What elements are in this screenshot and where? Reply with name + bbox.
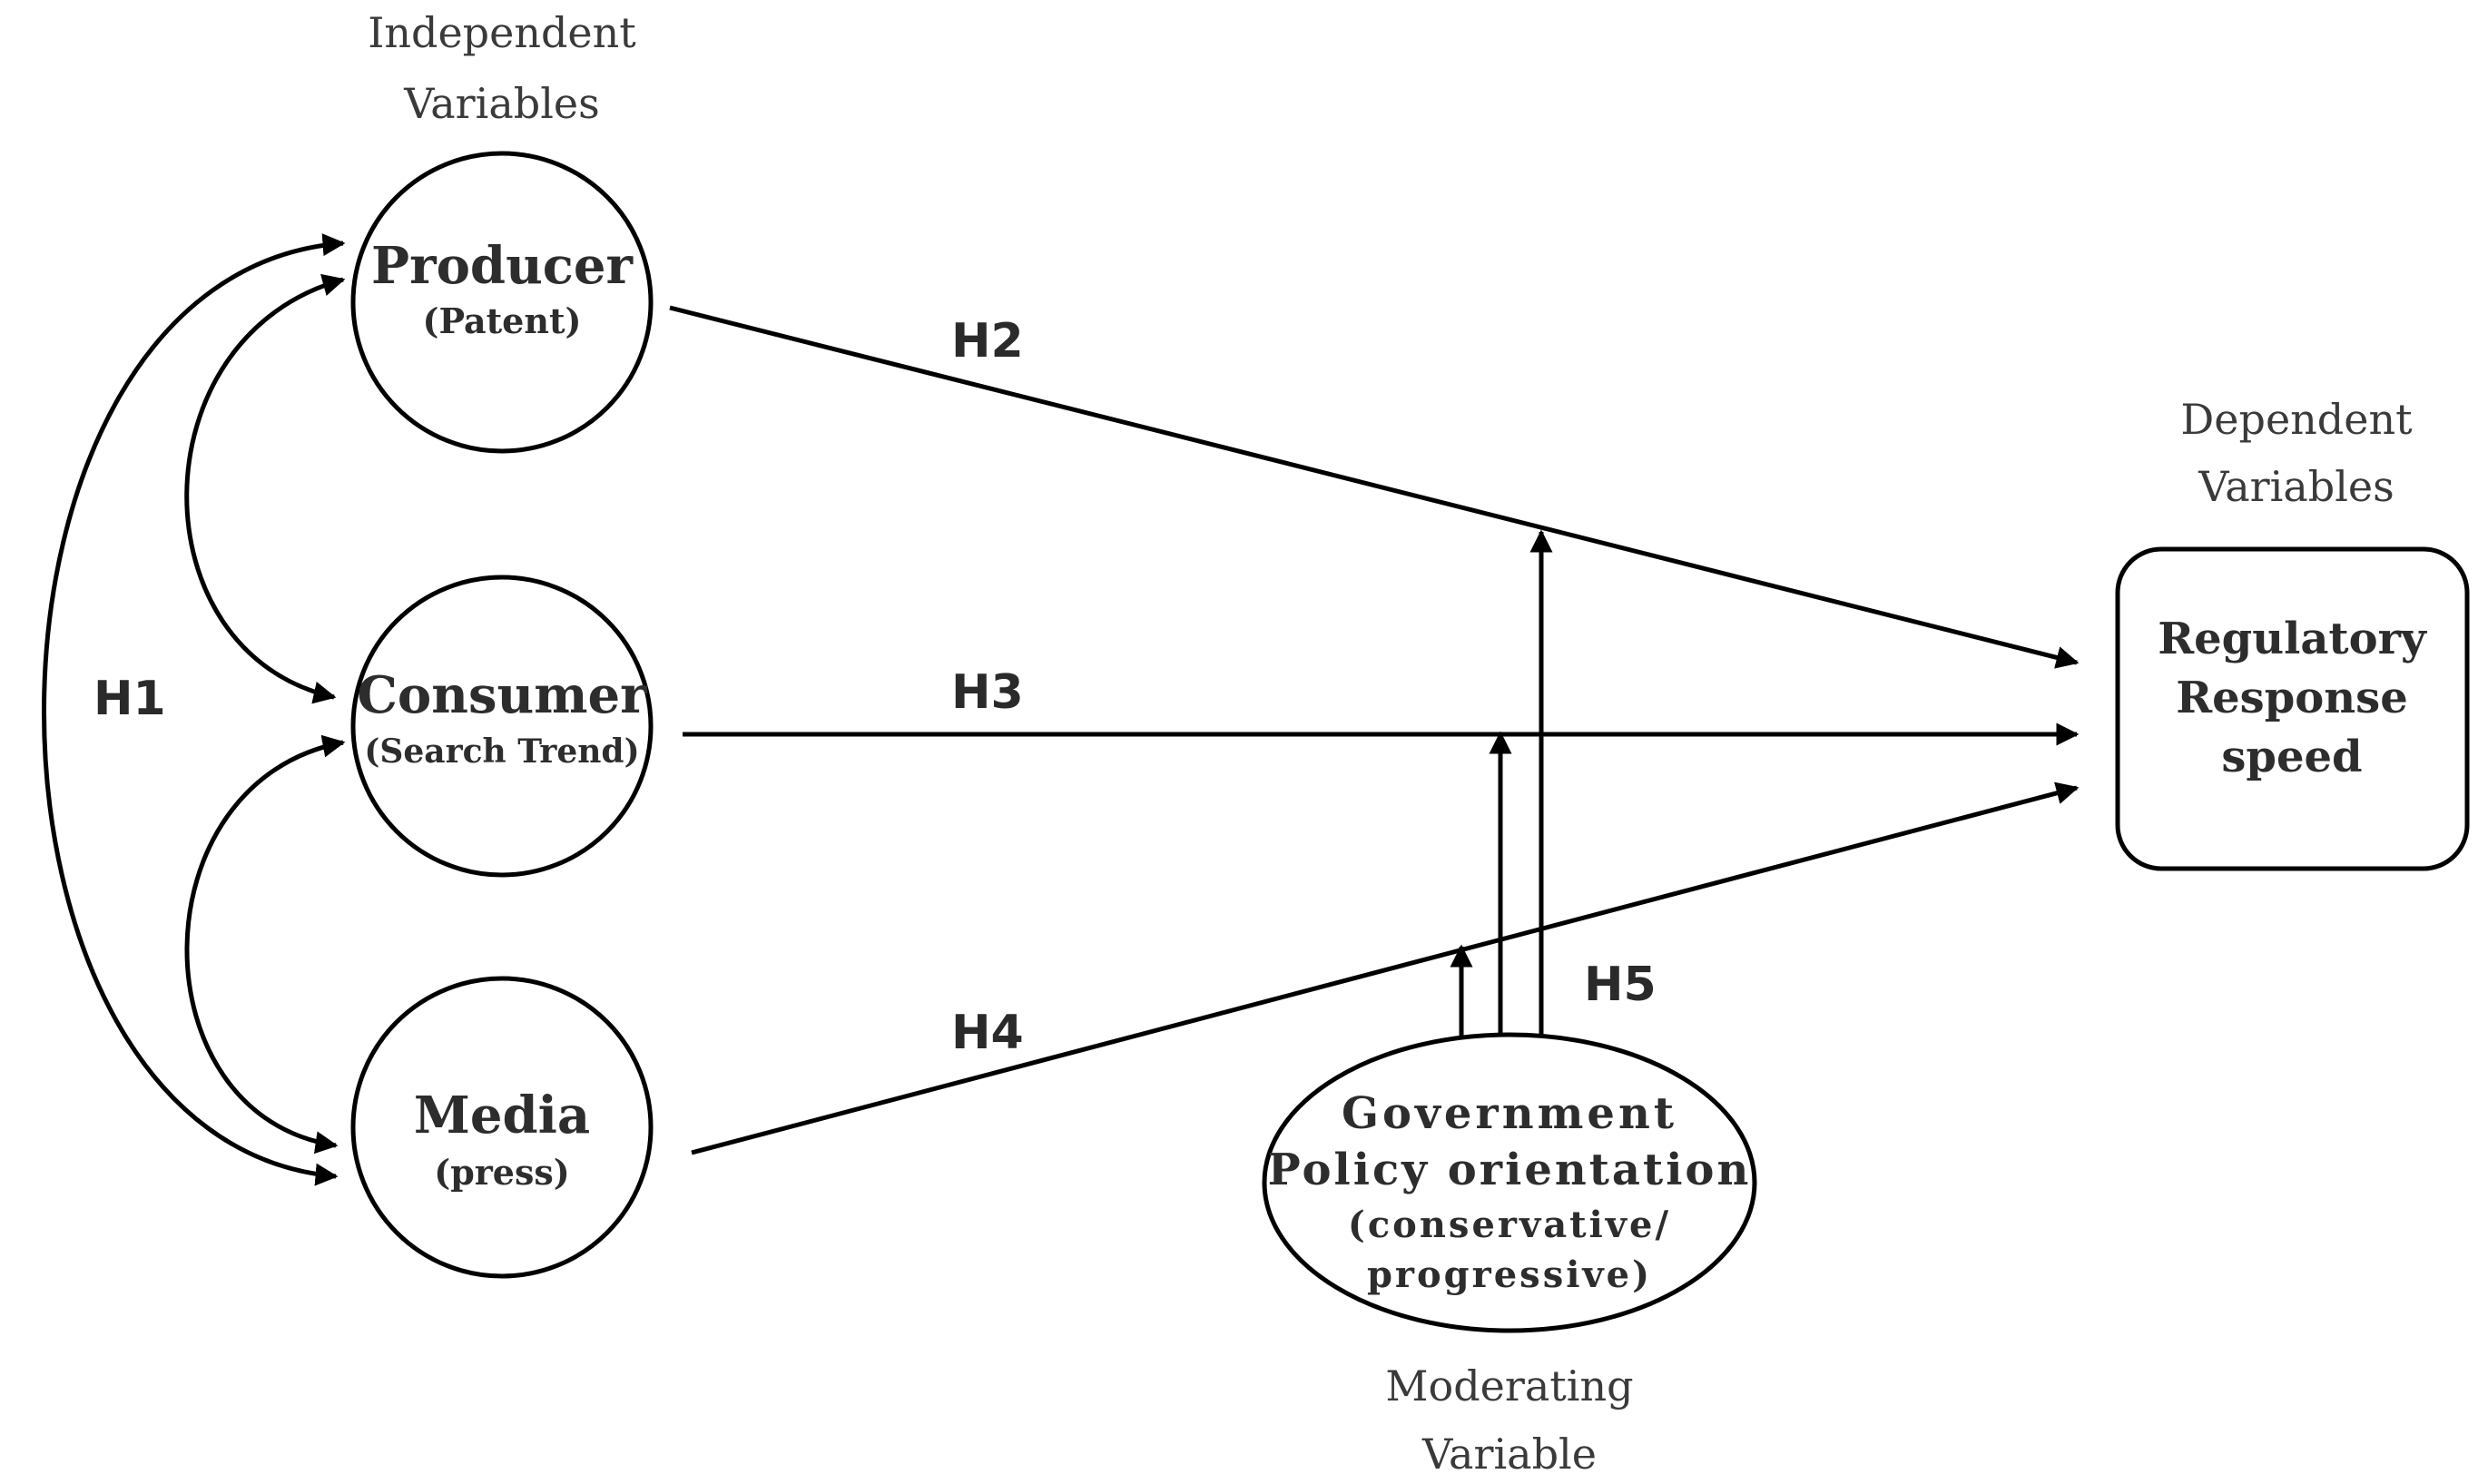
media-node — [350, 976, 654, 1279]
moderator-line-1: Government — [1342, 1088, 1677, 1139]
h1-consumer-media-arrow — [184, 734, 346, 1155]
producer-subtitle: (Patent) — [422, 300, 581, 341]
producer-title: Producer — [371, 236, 634, 296]
dependent-variables-header: Dependent Variables — [2180, 395, 2413, 511]
h5-label: H5 — [1584, 958, 1657, 1012]
h2-label: H2 — [951, 314, 1024, 369]
government-policy-node — [1262, 1032, 1757, 1333]
regulatory-response-box — [2115, 546, 2470, 871]
h3-label: H3 — [951, 665, 1024, 720]
moderating-header-line-2: Variable — [1421, 1430, 1597, 1479]
consumer-node — [350, 575, 654, 878]
consumer-subtitle: (Search Trend) — [364, 732, 639, 771]
h1-outer-arrow — [42, 233, 346, 1186]
h4-arrow — [691, 781, 2080, 1155]
dependent-header-line-1: Dependent — [2180, 395, 2413, 444]
outcome-line-2: Response — [2176, 673, 2408, 723]
moderating-variable-header: Moderating Variable — [1385, 1361, 1633, 1479]
h1-label: H1 — [93, 672, 166, 726]
moderator-line-3: (conservative/ — [1348, 1204, 1671, 1246]
outcome-line-3: speed — [2221, 732, 2362, 782]
h1-producer-consumer-arrow — [184, 273, 346, 704]
independent-header-line-1: Independent — [368, 8, 636, 57]
media-title: Media — [414, 1086, 590, 1145]
independent-variables-header: Independent Variables — [368, 8, 636, 128]
independent-header-line-2: Variables — [403, 79, 600, 128]
consumer-title: Consumer — [357, 665, 648, 725]
h2-arrow — [669, 305, 2080, 669]
media-subtitle: (press) — [434, 1152, 570, 1193]
h4-label: H4 — [951, 1006, 1024, 1060]
outcome-line-1: Regulatory — [2158, 614, 2428, 664]
moderating-header-line-1: Moderating — [1385, 1361, 1633, 1410]
moderator-line-2: Policy orientation — [1268, 1145, 1752, 1195]
moderator-line-4: progressive) — [1367, 1253, 1652, 1296]
dependent-header-line-2: Variables — [2198, 462, 2394, 511]
producer-node — [350, 151, 654, 454]
